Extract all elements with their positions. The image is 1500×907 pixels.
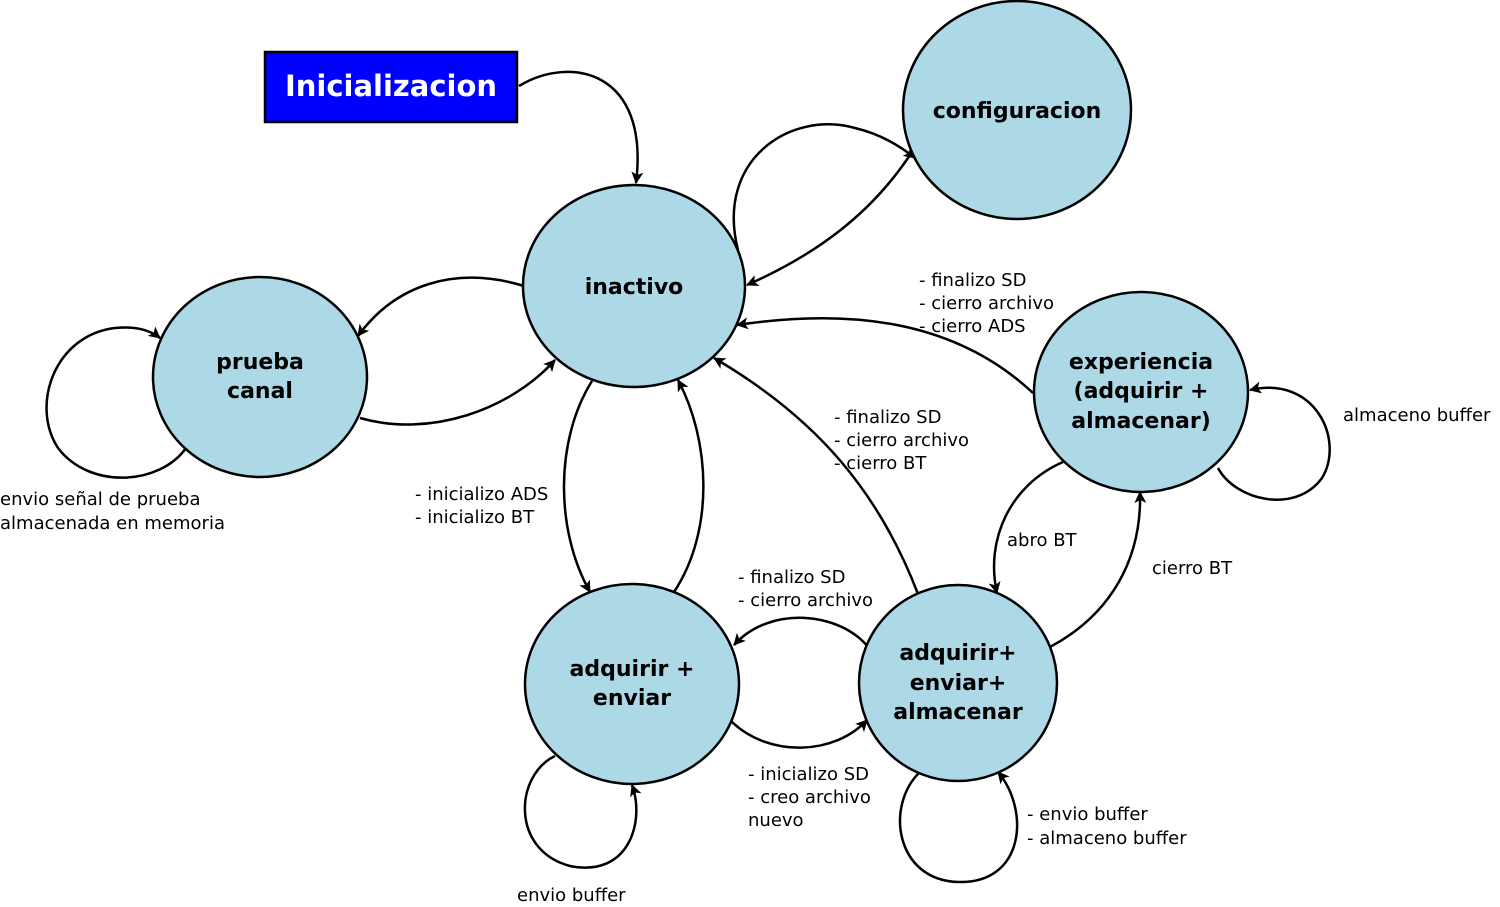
label-exp-to-aea: abro BT	[1007, 530, 1078, 551]
edge-label-line: - almaceno buffer	[1027, 828, 1187, 849]
state-prueba-canal: prueba canal	[151, 275, 369, 479]
edge-label-line: - cierro BT	[834, 453, 927, 474]
edge-prueba-canal-to-inactivo	[359, 359, 556, 426]
edge-label-line: cierro BT	[1152, 558, 1233, 579]
edge-experiencia-to-aea	[988, 460, 1064, 594]
adquirir-enviar-label-line1: adquirir +	[570, 657, 695, 682]
label-ae-to-aea: - inicializo SD - creo archivo nuevo	[748, 764, 871, 831]
edge-aea-to-inactivo	[713, 356, 920, 595]
edge-label-line: almaceno buffer	[1343, 405, 1491, 426]
prueba-canal-label-line1: prueba	[216, 350, 304, 375]
adquirir-enviar-label-line2: enviar	[593, 686, 671, 711]
label-ae-loop: envio buffer	[517, 885, 626, 906]
edge-label-line: almacenada en memoria	[0, 513, 225, 534]
experiencia-label-line3: almacenar)	[1071, 409, 1211, 434]
edge-label-line: - envio buffer	[1027, 804, 1148, 825]
edge-inactivo-to-prueba-canal	[356, 276, 525, 337]
label-exp-to-inactivo: - finalizo SD - cierro archivo - cierro …	[919, 270, 1054, 337]
label-exp-loop: almaceno buffer	[1343, 405, 1491, 426]
label-aea-to-ae: - finalizo SD - cierro archivo	[738, 567, 873, 611]
prueba-canal-label-line2: canal	[227, 379, 293, 404]
aea-label-line3: almacenar	[893, 700, 1023, 725]
edge-label-line: - cierro archivo	[834, 430, 969, 451]
edge-label-line: - cierro ADS	[919, 316, 1026, 337]
edge-aea-to-experiencia	[1049, 491, 1147, 649]
edge-label-line: - finalizo SD	[738, 567, 845, 588]
state-inicializacion: Inicializacion	[263, 50, 519, 124]
edge-prueba-canal-loop	[45, 326, 188, 479]
edge-aea-to-adquirir-enviar	[733, 616, 869, 648]
edge-experiencia-loop	[1216, 381, 1331, 501]
edge-label-line: - inicializo BT	[415, 507, 535, 528]
aea-label-line2: enviar+	[910, 671, 1007, 696]
edge-inicializacion-to-inactivo	[518, 70, 644, 184]
edge-experiencia-to-inactivo	[736, 316, 1034, 394]
state-experiencia: experiencia (adquirir + almacenar)	[1032, 290, 1250, 494]
label-aea-loop: - envio buffer - almaceno buffer	[1027, 804, 1187, 849]
aea-label-line1: adquirir+	[899, 641, 1016, 666]
edge-aea-loop	[898, 771, 1019, 884]
experiencia-label-line1: experiencia	[1069, 350, 1213, 375]
label-prueba-loop: envio señal de prueba almacenada en memo…	[0, 489, 225, 534]
edge-adquirir-enviar-loop	[523, 754, 642, 869]
edge-label-line: envio buffer	[517, 885, 626, 906]
state-inactivo: inactivo	[521, 183, 747, 389]
edge-inactivo-to-adquirir-enviar	[562, 380, 594, 593]
edge-label-line: - creo archivo	[748, 787, 871, 808]
edge-label-line: - finalizo SD	[919, 270, 1026, 291]
experiencia-label-line2: (adquirir +	[1074, 379, 1209, 404]
configuracion-label: configuracion	[933, 99, 1102, 124]
edge-adquirir-enviar-to-aea	[731, 719, 868, 749]
state-adquirir-enviar: adquirir + enviar	[523, 582, 741, 786]
edge-configuracion-to-inactivo	[746, 154, 912, 287]
edge-label-line: - inicializo SD	[748, 764, 869, 785]
edge-label-line: - cierro archivo	[738, 590, 873, 611]
label-aea-to-inactivo: - finalizo SD - cierro archivo - cierro …	[834, 407, 969, 474]
edge-label-line: nuevo	[748, 810, 804, 831]
state-adquirir-enviar-almacenar: adquirir+ enviar+ almacenar	[857, 583, 1059, 783]
edge-label-line: - inicializo ADS	[415, 484, 548, 505]
edge-label-line: envio señal de prueba	[0, 489, 200, 510]
edge-label-line: - cierro archivo	[919, 293, 1054, 314]
edge-label-line: - finalizo SD	[834, 407, 941, 428]
label-aea-to-exp: cierro BT	[1152, 558, 1233, 579]
label-inactivo-to-ae: - inicializo ADS - inicializo BT	[415, 484, 548, 528]
edge-inactivo-to-configuracion	[732, 123, 916, 251]
edge-adquirir-enviar-to-inactivo	[672, 379, 705, 593]
state-configuracion: configuracion	[901, 0, 1133, 221]
inicializacion-label: Inicializacion	[285, 69, 497, 103]
inactivo-label: inactivo	[585, 275, 684, 300]
edge-label-line: abro BT	[1007, 530, 1078, 551]
